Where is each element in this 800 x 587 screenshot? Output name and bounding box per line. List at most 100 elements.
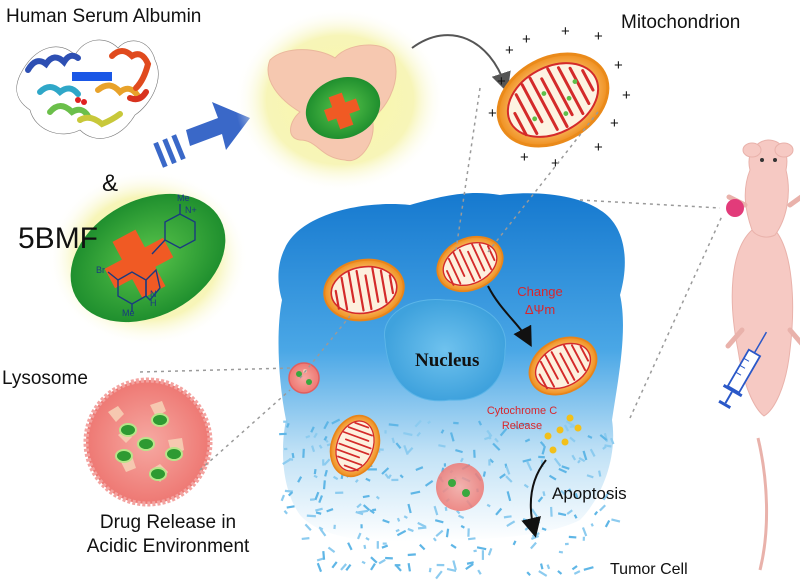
debris-fragment (589, 448, 596, 457)
debris-fragment (558, 467, 567, 474)
zoom-connector-lines (139, 87, 723, 471)
debris-fragment (473, 549, 477, 553)
debris-fragment (362, 504, 371, 511)
debris-fragment (305, 434, 311, 439)
svg-text:+: + (561, 23, 570, 40)
debris-fragment (568, 488, 572, 493)
debris-fragment (381, 467, 390, 475)
debris-fragment (345, 563, 352, 571)
debris-fragment (327, 546, 336, 553)
debris-fragment (486, 429, 493, 438)
debris-fragment (465, 563, 474, 571)
debris-fragment (394, 564, 401, 567)
debris-fragment (322, 480, 326, 490)
debris-fragment (407, 553, 416, 557)
debris-fragment (486, 503, 491, 508)
debris-fragment (375, 495, 380, 500)
debris-fragment (403, 432, 413, 437)
debris-fragment (432, 537, 437, 542)
svg-text:+: + (522, 31, 531, 48)
debris-fragment (506, 520, 516, 527)
debris-fragment (452, 560, 457, 571)
debris-fragment (541, 527, 547, 531)
debris-fragment (322, 550, 326, 560)
debris-fragment (283, 420, 288, 423)
debris-fragment (455, 449, 463, 454)
debris-fragment (563, 424, 570, 432)
debris-fragment (367, 468, 377, 471)
debris-fragment (313, 432, 318, 439)
debris-fragment (522, 458, 532, 463)
debris-fragment (526, 461, 533, 472)
debris-fragment (582, 536, 585, 541)
debris-fragment (557, 570, 563, 575)
debris-fragment (582, 450, 588, 461)
syringe-icon (718, 331, 768, 410)
label-cytochrome-c: Cytochrome C (486, 405, 558, 417)
debris-fragment (590, 523, 594, 527)
debris-fragment (458, 514, 465, 520)
targeting-arrow (411, 34, 511, 93)
debris-fragment (539, 441, 546, 447)
debris-fragment (603, 432, 609, 442)
debris-fragment (561, 465, 570, 470)
debris-fragment (524, 438, 531, 443)
debris-fragment (571, 565, 578, 571)
debris-fragment (428, 567, 432, 573)
debris-fragment (586, 474, 594, 479)
debris-fragment (304, 523, 312, 531)
debris-fragment (435, 570, 443, 580)
debris-fragment (391, 437, 396, 444)
debris-fragment (382, 542, 387, 545)
cytochrome-c-dots (544, 414, 582, 454)
atom-n-plus: N+ (185, 205, 197, 215)
debris-fragment (506, 491, 512, 502)
debris-fragment (319, 528, 327, 537)
debris-fragment (291, 452, 295, 459)
debris-fragment (407, 527, 414, 533)
debris-fragment (283, 510, 288, 515)
debris-fragment (495, 507, 503, 516)
debris-fragment (331, 561, 338, 569)
drug-5bmf (48, 170, 248, 346)
debris-fragment (599, 434, 608, 441)
debris-fragment (378, 558, 386, 565)
debris-fragment (602, 491, 610, 501)
debris-fragment (436, 563, 445, 567)
debris-fragment (384, 430, 387, 434)
debris-fragment (365, 477, 371, 482)
debris-fragment (410, 490, 421, 495)
debris-fragment (381, 544, 389, 549)
debris-fragment (546, 564, 551, 570)
debris-fragment (553, 457, 562, 467)
debris-fragment (598, 470, 602, 477)
debris-fragment (399, 474, 404, 479)
lysosome-degraded (436, 463, 484, 511)
svg-text:+: + (520, 149, 529, 166)
debris-fragment (482, 471, 486, 477)
debris-fragment (453, 421, 459, 425)
label-drug-release-line2: Acidic Environment (86, 536, 250, 557)
debris-fragment (460, 524, 465, 529)
debris-fragment (297, 476, 303, 483)
debris-fragment (301, 537, 310, 541)
debris-fragment (340, 563, 347, 571)
label-human-serum-albumin: Human Serum Albumin (6, 6, 202, 27)
atom-me-top: Me (177, 193, 190, 203)
debris-fragment (354, 479, 359, 483)
debris-fragment (347, 542, 353, 551)
debris-fragment (440, 429, 445, 434)
debris-fragment (395, 442, 402, 449)
debris-fragment (388, 423, 399, 427)
debris-fragment (435, 529, 444, 538)
debris-fragment (391, 478, 399, 482)
debris-fragment (505, 465, 511, 475)
debris-fragment (566, 509, 573, 515)
debris-fragment (403, 515, 408, 519)
debris-fragment (443, 463, 447, 467)
depolarization-arrow (487, 285, 532, 348)
debris-fragment (484, 436, 490, 441)
debris-fragment (415, 466, 424, 472)
debris-fragment (499, 427, 508, 437)
debris-fragment (313, 474, 318, 479)
